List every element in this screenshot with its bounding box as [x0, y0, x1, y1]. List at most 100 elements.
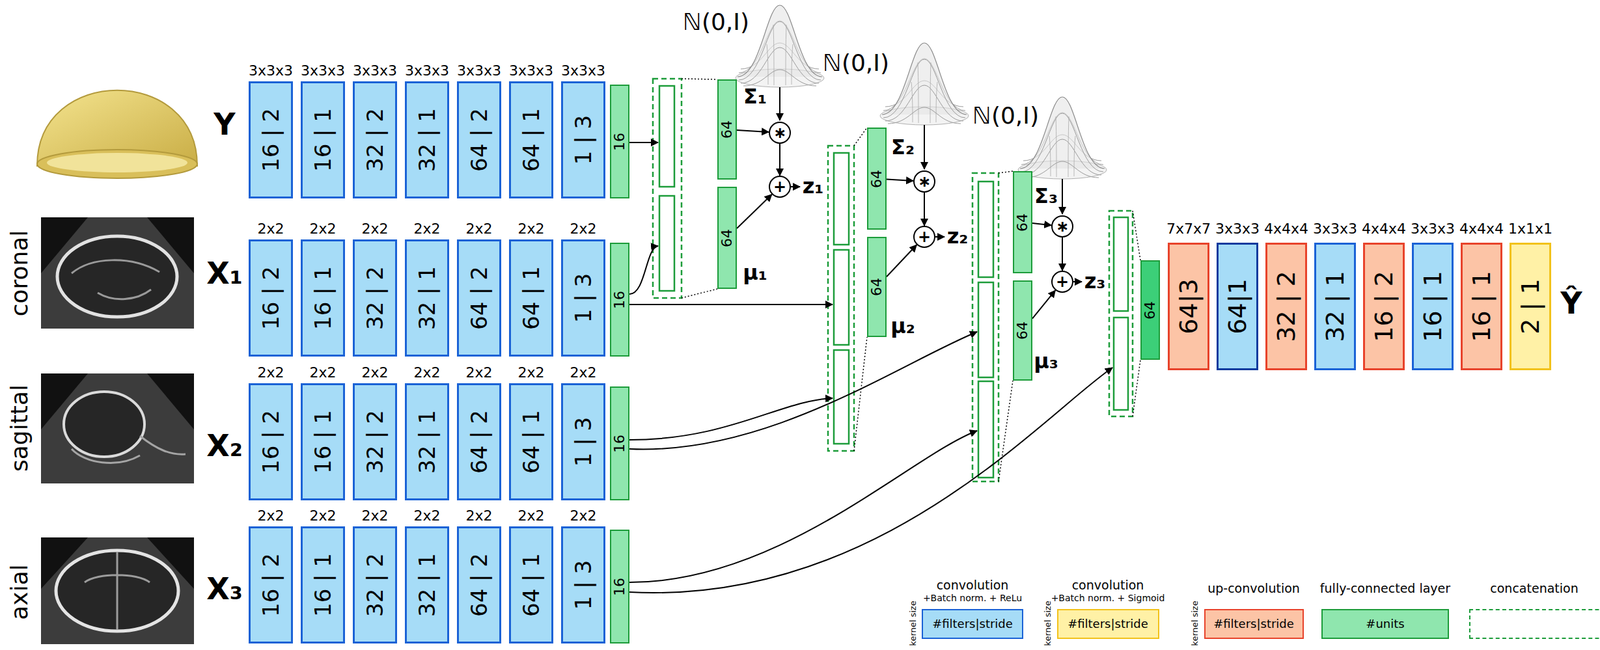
- node-text: 32 | 1: [1322, 270, 1348, 343]
- dotted-line: [854, 127, 868, 452]
- arrow: [779, 87, 781, 121]
- hemisphere-illustration: [37, 90, 198, 179]
- fc-box: 64: [1140, 260, 1160, 360]
- concat-slot: [833, 249, 849, 345]
- operator-circle: ∗: [768, 121, 791, 144]
- conv-box: 1 | 3: [561, 239, 606, 357]
- fc-box: 64: [867, 127, 887, 230]
- legend-swatch: [1469, 609, 1600, 640]
- node-text: 32 | 1: [415, 410, 439, 474]
- text-label: μ₃: [1033, 350, 1059, 373]
- arrow: [790, 186, 800, 188]
- node-text: 16: [612, 434, 627, 454]
- dotted-line: [1132, 210, 1141, 417]
- ultrasound-fan: [41, 217, 194, 329]
- gaussian-surface: [880, 42, 969, 125]
- node-text: 16 | 1: [311, 108, 334, 172]
- text-label: 3x3x3: [1410, 221, 1455, 237]
- conv-box: 64 | 2: [456, 526, 502, 644]
- node-text: 64 | 2: [468, 108, 491, 172]
- node-text: 16 | 1: [1420, 270, 1446, 343]
- text-label: 2x2: [257, 221, 284, 237]
- sigmoid-conv-box: 2 | 1: [1509, 242, 1552, 371]
- arrow-connector: [779, 143, 781, 176]
- node-text: +: [773, 179, 787, 195]
- concat-slot: [1113, 317, 1129, 411]
- text-label: 1x1x1: [1508, 221, 1553, 237]
- text-label: 3x3x3: [404, 63, 450, 79]
- ultrasound-structure: [71, 436, 186, 463]
- text-label: ℕ(0,I): [822, 50, 890, 77]
- node-text: 16 | 1: [1469, 270, 1494, 343]
- conv-box: 32 | 2: [352, 383, 398, 501]
- text-label: ℕ(0,I): [682, 9, 750, 36]
- conv-box: 64 | 1: [509, 81, 554, 199]
- ultrasound-sagittal: [41, 373, 194, 484]
- conv-box: 32 | 1: [404, 526, 450, 644]
- text-label: 2x2: [569, 365, 597, 381]
- text-label: 3x3x3: [1215, 221, 1260, 237]
- node-text: 1 | 3: [572, 560, 595, 610]
- text-label: sagittal: [6, 384, 33, 472]
- conv-box: 16 | 1: [300, 81, 345, 199]
- arrow: [1061, 179, 1063, 215]
- node-text: 16: [612, 290, 627, 310]
- dome-inner: [46, 152, 188, 173]
- fc-box: 16: [609, 529, 630, 644]
- node-text: 64 | 1: [520, 553, 543, 618]
- text-label: Σ₂: [891, 136, 915, 159]
- ultrasound-coronal: [41, 217, 194, 329]
- conv-box: 1 | 3: [561, 383, 606, 501]
- text-label: 2x2: [569, 221, 597, 237]
- node-text: 64 | 1: [520, 410, 543, 474]
- text-label: 3x3x3: [561, 63, 606, 79]
- text-label: 4x4x4: [1264, 221, 1309, 237]
- concat-slot: [833, 350, 849, 444]
- ultrasound-frame: [41, 217, 194, 329]
- text-label: 3x3x3: [300, 63, 345, 79]
- node-text: 32 | 1: [415, 266, 439, 331]
- arrow: [629, 331, 978, 450]
- text-label: 2x2: [309, 365, 336, 381]
- conv-box: 16 | 1: [1411, 242, 1454, 371]
- conv-box: 32 | 2: [352, 239, 398, 357]
- text-label: Σ₁: [743, 85, 767, 109]
- legend-text: up-convolution: [1207, 581, 1300, 596]
- text-label: Σ₃: [1034, 184, 1058, 208]
- node-text: 16 | 2: [259, 108, 282, 172]
- operator-circle: ∗: [1051, 215, 1074, 238]
- arrow: [935, 236, 945, 238]
- dome-rim: [37, 149, 198, 179]
- text-label: 2x2: [309, 221, 336, 237]
- ultrasound-fan: [41, 537, 194, 645]
- concatenation-blocks: [652, 78, 1133, 482]
- text-label: 2x2: [517, 221, 545, 237]
- node-text: 2 | 1: [1517, 278, 1543, 334]
- node-text: 16 | 1: [311, 266, 334, 331]
- skull-outline: [63, 391, 145, 457]
- arrow: [629, 398, 833, 441]
- conv-box: 16 | 2: [248, 526, 293, 644]
- text-label: coronal: [6, 230, 33, 318]
- legend-text: concatenation: [1489, 581, 1578, 596]
- text-label: z₃: [1084, 270, 1106, 293]
- text-label: +Batch norm. + ReLu: [923, 593, 1022, 604]
- conv-box: 1 | 3: [561, 526, 606, 644]
- conv-box: 32 | 1: [404, 239, 450, 357]
- text-label: 2x2: [465, 221, 493, 237]
- node-text: 16: [612, 578, 627, 597]
- text-label: 3x3x3: [456, 63, 502, 79]
- text-label: 2x2: [257, 508, 284, 525]
- dotted-fan-lines: [681, 78, 1141, 482]
- concatenation-outline: [652, 78, 682, 299]
- node-text: 64|1: [1225, 278, 1250, 334]
- arrow-connector: [923, 192, 925, 226]
- legend-text: convolution: [936, 578, 1009, 593]
- node-text: 64: [1143, 301, 1158, 320]
- text-label: axial: [6, 564, 33, 620]
- concat-slot: [659, 85, 675, 187]
- node-text: 16 | 1: [311, 410, 334, 474]
- upconv-box: 32 | 2: [1265, 242, 1308, 371]
- skull-outline: [57, 236, 178, 318]
- node-text: 1 | 3: [572, 417, 595, 467]
